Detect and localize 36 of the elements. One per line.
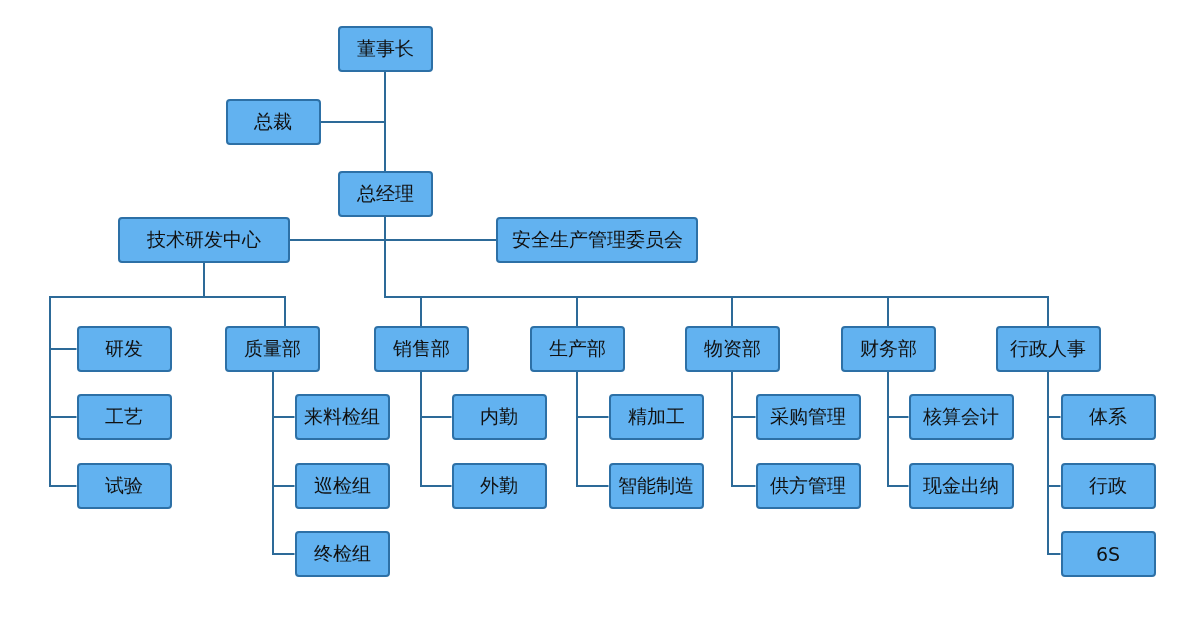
connector-line bbox=[203, 262, 286, 327]
connector-line bbox=[1047, 371, 1062, 555]
org-box: 销售部 bbox=[373, 326, 469, 372]
connector-line bbox=[420, 371, 453, 487]
org-box: 现金出纳 bbox=[908, 463, 1014, 509]
org-box: 物资部 bbox=[684, 326, 780, 372]
connector-line bbox=[731, 371, 757, 487]
org-box: 体系 bbox=[1060, 394, 1156, 440]
org-box: 行政人事 bbox=[995, 326, 1101, 372]
connector-line bbox=[272, 371, 296, 555]
org-box: 总裁 bbox=[225, 99, 321, 145]
org-box: 6S bbox=[1060, 531, 1156, 577]
org-box: 质量部 bbox=[224, 326, 320, 372]
org-box: 智能制造 bbox=[608, 463, 704, 509]
connector-line bbox=[319, 71, 386, 123]
org-box: 技术研发中心 bbox=[118, 217, 290, 263]
org-box: 来料检组 bbox=[294, 394, 390, 440]
org-box: 核算会计 bbox=[908, 394, 1014, 440]
org-box: 采购管理 bbox=[755, 394, 861, 440]
connector-line bbox=[887, 371, 910, 487]
org-box: 安全生产管理委员会 bbox=[496, 217, 698, 263]
org-box: 财务部 bbox=[840, 326, 936, 372]
org-box: 巡检组 bbox=[294, 463, 390, 509]
org-box: 精加工 bbox=[608, 394, 704, 440]
org-box: 内勤 bbox=[451, 394, 547, 440]
org-box: 试验 bbox=[76, 463, 172, 509]
connector-line bbox=[576, 371, 610, 487]
org-box: 董事长 bbox=[337, 26, 433, 72]
org-box: 研发 bbox=[76, 326, 172, 372]
org-box: 总经理 bbox=[337, 171, 433, 217]
org-box: 生产部 bbox=[529, 326, 625, 372]
org-box: 供方管理 bbox=[755, 463, 861, 509]
org-box: 工艺 bbox=[76, 394, 172, 440]
org-box: 终检组 bbox=[294, 531, 390, 577]
org-box: 外勤 bbox=[451, 463, 547, 509]
org-box: 行政 bbox=[1060, 463, 1156, 509]
